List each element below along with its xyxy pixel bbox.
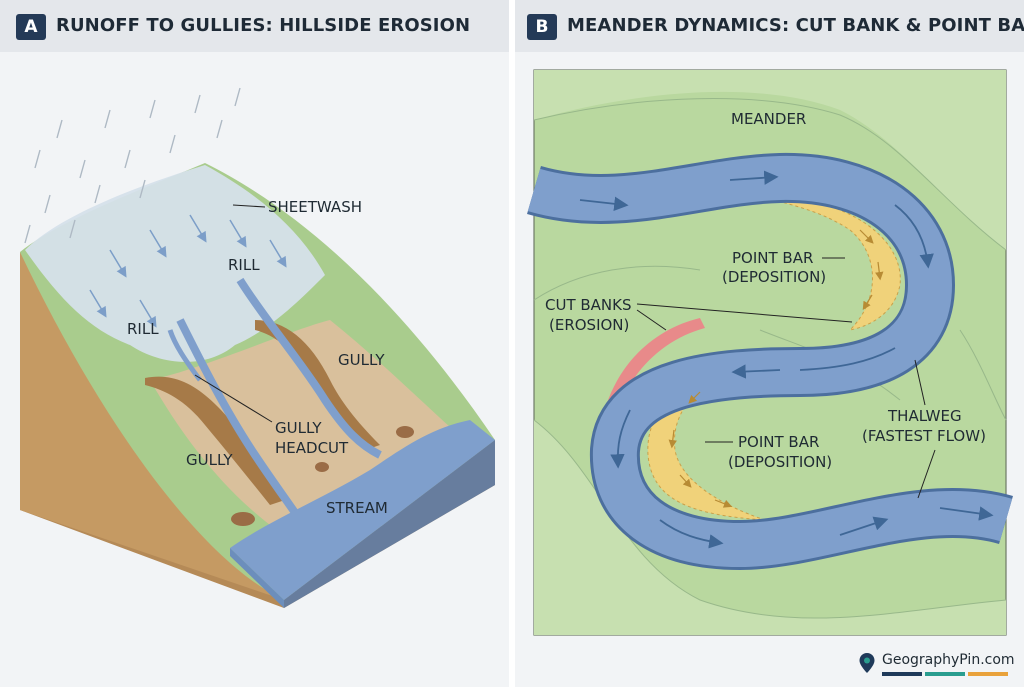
- panel-a-labels: SHEETWASH RILL RILL GULLY GULLY HEADCUT …: [127, 198, 388, 517]
- label-gully-headcut-2: HEADCUT: [275, 439, 349, 457]
- label-stream: STREAM: [326, 499, 388, 517]
- thalweg-arrows: [579, 170, 994, 549]
- rain-streaks: [24, 87, 241, 244]
- label-rill-top: RILL: [228, 256, 260, 274]
- label-thalweg-1: THALWEG: [887, 407, 962, 425]
- panel-b-labels: MEANDER POINT BAR (DEPOSITION) CUT BANKS…: [545, 110, 986, 499]
- thalweg-leader-1: [914, 359, 926, 406]
- panel-b-title: MEANDER DYNAMICS: CUT BANK & POINT BAR: [567, 15, 1024, 36]
- label-sheetwash: SHEETWASH: [268, 198, 362, 216]
- label-cut-banks-2: (EROSION): [549, 316, 629, 334]
- panel-b-header: B MEANDER DYNAMICS: CUT BANK & POINT BAR: [515, 0, 1024, 52]
- label-gully-headcut-1: GULLY: [275, 419, 322, 437]
- label-cut-banks-1: CUT BANKS: [545, 296, 632, 314]
- panel-b-badge: B: [527, 14, 557, 40]
- panel-divider: [509, 0, 515, 687]
- panel-a-title: RUNOFF TO GULLIES: HILLSIDE EROSION: [56, 15, 471, 36]
- stream-water: [230, 420, 495, 600]
- brand-name: GeographyPin.com: [882, 652, 1015, 668]
- panel-a-header: A RUNOFF TO GULLIES: HILLSIDE EROSION: [0, 0, 509, 52]
- rock: [315, 462, 329, 472]
- rill-flow-1: [176, 318, 304, 523]
- rock: [396, 426, 414, 438]
- sheetwash-leader: [232, 204, 266, 208]
- label-point-bar-bottom-1: POINT BAR: [738, 433, 819, 451]
- label-rill-left: RILL: [127, 320, 159, 338]
- label-point-bar-top-1: POINT BAR: [732, 249, 813, 267]
- rill-flow-2: [236, 277, 382, 459]
- brand-color-bars: [882, 672, 1008, 676]
- thalweg-leader-2: [917, 449, 936, 499]
- gully-channel-left: [145, 376, 285, 505]
- panel-a-badge: A: [16, 14, 46, 40]
- headcut-leader: [194, 374, 273, 423]
- label-thalweg-2: (FASTEST FLOW): [862, 427, 986, 445]
- label-gully-right: GULLY: [338, 351, 385, 369]
- river-water: [527, 155, 1013, 568]
- sheetwash-arrows: [89, 214, 287, 328]
- map-pin-icon: [859, 653, 875, 673]
- label-meander: MEANDER: [731, 110, 806, 128]
- point-bar-top: [759, 195, 901, 331]
- hillside-block: [20, 87, 495, 608]
- meander-map: [527, 69, 1013, 636]
- cut-bank-leader-2: [636, 309, 667, 331]
- label-gully-left: GULLY: [186, 451, 233, 469]
- cut-bank-leader-1: [636, 303, 853, 323]
- label-point-bar-bottom-2: (DEPOSITION): [728, 453, 832, 471]
- label-point-bar-top-2: (DEPOSITION): [722, 268, 826, 286]
- rock: [231, 512, 255, 526]
